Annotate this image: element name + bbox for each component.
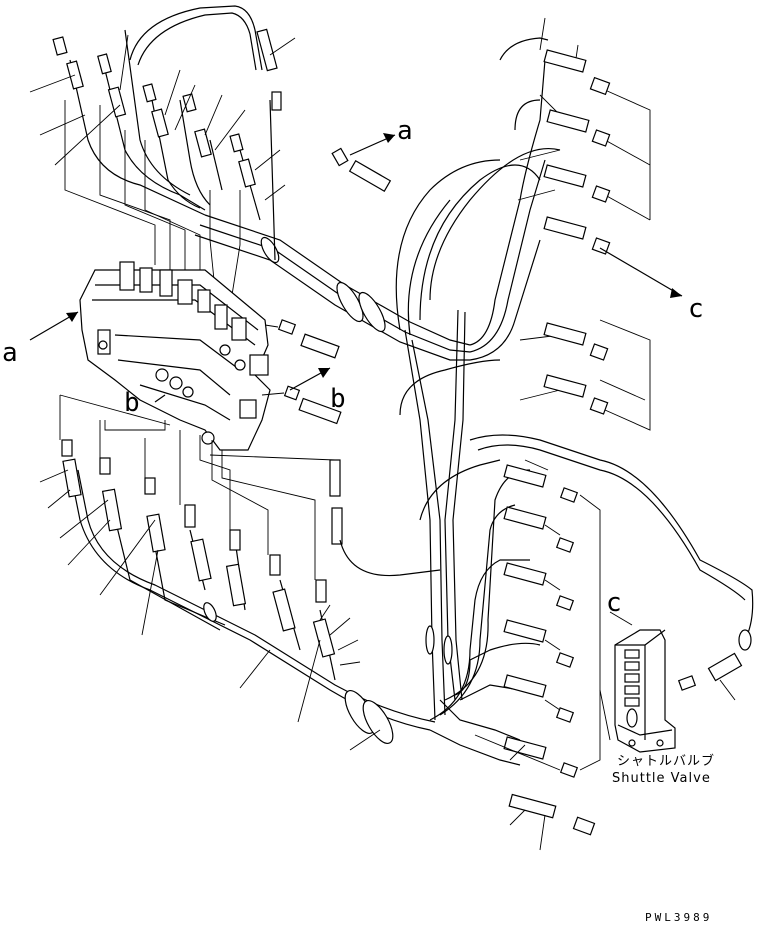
shuttle-valve-label-en: Shuttle Valve [612,771,711,786]
label-c-valve: c [606,588,622,618]
label-b-upper: b [330,384,346,414]
label-a-left: a [2,338,18,368]
shuttle-valve-label-jp: シャトルバルブ [617,754,716,769]
shuttle-valve [614,629,676,753]
upper-left-hoses [69,29,276,261]
leader-lines-right [474,17,736,851]
drawing-id: PWL3989 [645,911,713,924]
leader-lines-upper-left [29,34,296,296]
label-c-right: c [688,294,704,324]
lower-right-hoses [339,309,754,836]
main-control-valve [79,261,271,451]
label-a-upper: a [397,116,413,146]
upper-right-fittings [543,49,611,415]
label-b-inner: b [124,388,140,418]
valve-right-fittings [261,319,342,425]
top-fittings [52,28,392,193]
top-hose-loop [129,5,263,71]
leader-lines-lower-left [39,469,381,751]
leader-c-to-valve [609,611,633,626]
lower-left-hoses [59,394,436,744]
reference-arrows [29,133,683,403]
